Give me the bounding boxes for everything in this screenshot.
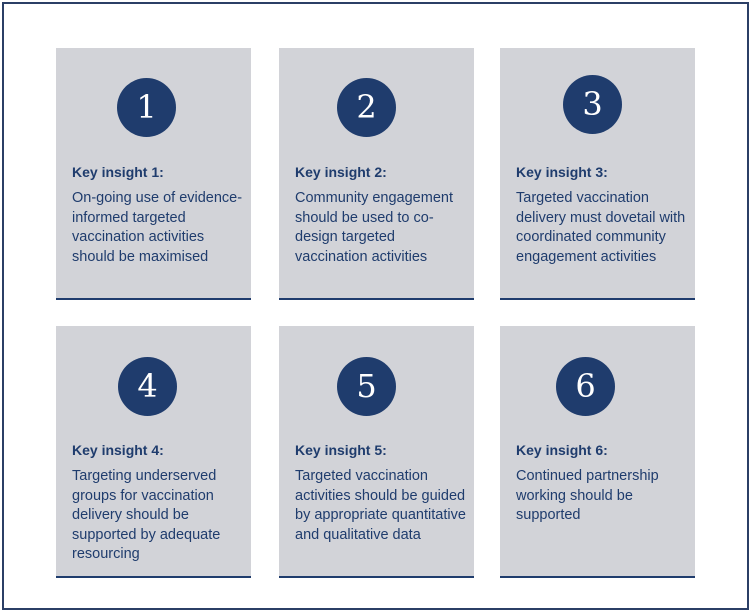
insight-card-3: 3 Key insight 3: Targeted vaccination de… [500,48,695,300]
insight-title-1: Key insight 1: [72,164,164,180]
insight-number-badge-2: 2 [337,78,396,137]
insight-card-2: 2 Key insight 2: Community engagement sh… [279,48,474,300]
insight-number-badge-6: 6 [556,357,615,416]
insight-title-6: Key insight 6: [516,442,608,458]
insight-text-1: On-going use of evidence-informed target… [72,190,243,265]
insight-title-5: Key insight 5: [295,442,387,458]
insight-title-2: Key insight 2: [295,164,387,180]
insight-text-5: Targeted vaccination activities should b… [295,468,466,543]
insight-card-5: 5 Key insight 5: Targeted vaccination ac… [279,326,474,578]
insight-text-2: Community engagement should be used to c… [295,190,453,265]
insight-title-4: Key insight 4: [72,442,164,458]
insight-card-6: 6 Key insight 6: Continued partnership w… [500,326,695,578]
insight-text-3: Targeted vaccination delivery must dovet… [516,190,686,265]
insight-number-badge-1: 1 [117,78,176,137]
insight-number-badge-5: 5 [337,357,396,416]
insight-title-3: Key insight 3: [516,164,608,180]
insight-text-4: Targeting underserved groups for vaccina… [72,468,221,562]
insight-text-6: Continued partnership working should be … [516,468,659,523]
insight-card-4: 4 Key insight 4: Targeting underserved g… [56,326,251,578]
diagram-frame: 1 Key insight 1: On-going use of evidenc… [2,2,749,610]
insight-number-badge-3: 3 [563,75,622,134]
insight-card-1: 1 Key insight 1: On-going use of evidenc… [56,48,251,300]
insight-number-badge-4: 4 [118,357,177,416]
